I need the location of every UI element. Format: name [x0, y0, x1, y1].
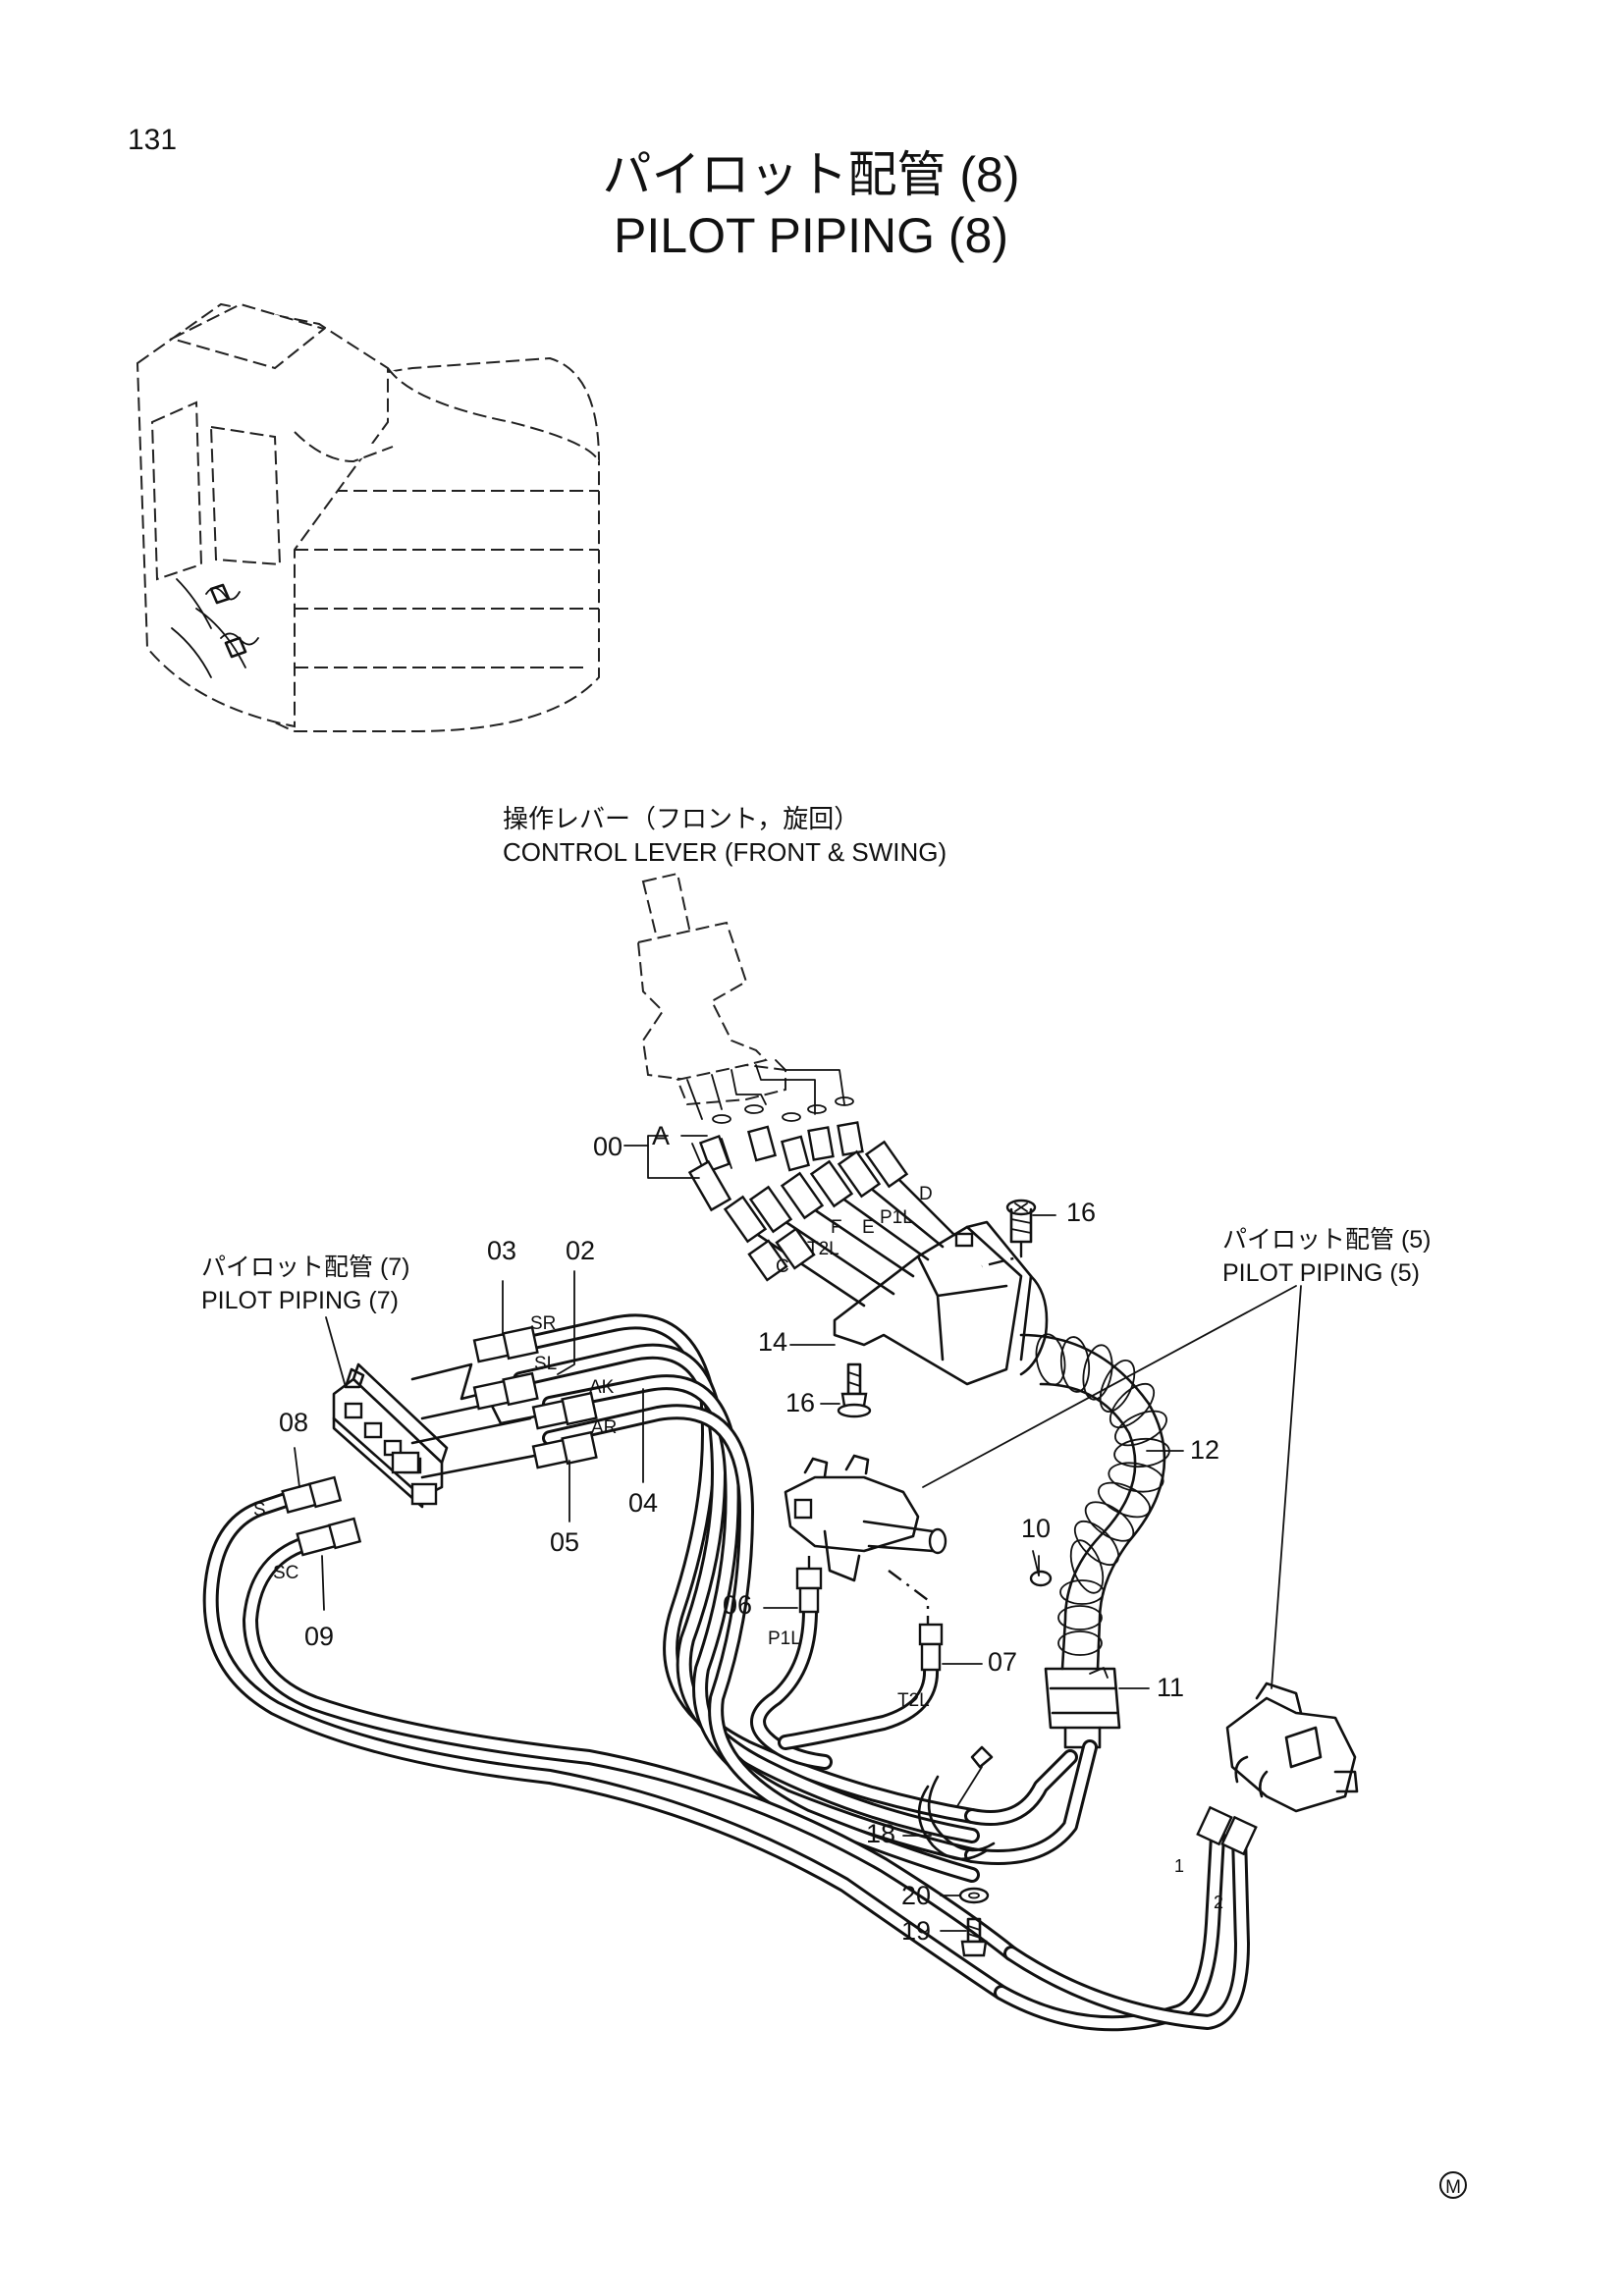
pilot-hoses-main: [202, 1313, 1250, 2032]
port-label-d: D: [919, 1184, 933, 1204]
port-label-f: F: [831, 1217, 842, 1238]
bolt-19: [960, 1917, 988, 1957]
port-label-s: S: [253, 1500, 266, 1521]
corrugated-hose-protector: [1019, 1333, 1170, 1671]
callout-18: 18: [866, 1819, 895, 1848]
fitting-05: [531, 1430, 598, 1469]
port-label-sl: SL: [534, 1354, 557, 1374]
port-labels: A C T2L F E P1L D SR SL AK AR S SC P1L T…: [253, 1121, 933, 1711]
control-lever-label-en: CONTROL LEVER (FRONT & SWING): [503, 837, 947, 867]
port-label-sc: SC: [273, 1563, 298, 1583]
fitting-2: [1220, 1815, 1258, 1856]
callout-11: 11: [1157, 1673, 1184, 1702]
title-english: PILOT PIPING (8): [614, 208, 1008, 263]
fitting-03: [472, 1325, 539, 1363]
page-number: 131: [128, 124, 177, 156]
port-label-ak: AK: [589, 1377, 615, 1398]
fitting-ak: [531, 1391, 598, 1430]
manifold-pipe-leaders: [410, 1362, 552, 1479]
callout-04: 04: [628, 1488, 658, 1518]
callout-1: 1: [1174, 1856, 1184, 1876]
port-label-e: E: [862, 1217, 875, 1238]
right-valve-block: [1225, 1682, 1359, 1813]
left-manifold-block: [332, 1362, 449, 1509]
fitting-1: [1196, 1805, 1233, 1846]
port-label-t2l: T2L: [807, 1239, 839, 1259]
excavator-overview-illustration: [135, 302, 600, 732]
control-lever: [636, 872, 786, 1106]
callout-00: 00: [593, 1132, 622, 1161]
bolt-16-lower: [837, 1362, 872, 1418]
callout-05: 05: [550, 1527, 579, 1557]
fitting-06: [795, 1556, 823, 1614]
leader-lines: [294, 1135, 1302, 1932]
callout-06: 06: [723, 1590, 752, 1620]
pilot-piping-7-label-en: PILOT PIPING (7): [201, 1287, 399, 1314]
band-clamp-18: [917, 1745, 996, 1861]
fitting-07: [918, 1623, 944, 1672]
callout-14: 14: [758, 1327, 787, 1357]
callout-19: 19: [901, 1916, 931, 1946]
port-label-p1l: P1L: [880, 1207, 913, 1228]
callout-2: 2: [1214, 1893, 1223, 1912]
callout-numbers: 00 16 02 03 14 16 12 08 04 05 10 06 09 0…: [279, 1132, 1223, 1946]
pilot-piping-7-label-jp: パイロット配管 (7): [201, 1254, 410, 1281]
center-valve: [784, 1454, 947, 1625]
bolt-16-upper: [981, 1199, 1037, 1268]
lever-hose-bundle: [744, 1172, 956, 1308]
port-label-a: A: [652, 1121, 670, 1150]
lever-fittings-upper: [698, 1096, 864, 1173]
fitting-09: [296, 1517, 362, 1557]
corner-m-letter: M: [1445, 2177, 1461, 2198]
callout-20: 20: [901, 1881, 931, 1910]
callout-10: 10: [1021, 1514, 1051, 1543]
callout-03: 03: [487, 1236, 516, 1265]
fitting-sl: [472, 1371, 539, 1411]
port-label-p1l-lower: P1L: [768, 1629, 801, 1649]
port-label-sr: SR: [530, 1313, 556, 1334]
hose-clamp-bracket: [833, 1220, 1049, 1386]
control-lever-label-jp: 操作レバー（フロント，旋回）: [503, 804, 859, 833]
hose-clamp-11: [1044, 1667, 1121, 1749]
corner-m-mark: M: [1439, 2171, 1467, 2199]
pilot-piping-5-label-en: PILOT PIPING (5): [1222, 1259, 1420, 1287]
port-label-t2l-lower: T2L: [897, 1690, 930, 1711]
washer-20: [958, 1887, 990, 1904]
callout-09: 09: [304, 1622, 334, 1651]
port-label-ar: AR: [591, 1417, 617, 1438]
callout-08: 08: [279, 1408, 308, 1437]
callout-16-lower: 16: [785, 1388, 815, 1417]
lever-fittings-lower: [687, 1140, 909, 1282]
fitting-08: [281, 1475, 343, 1514]
callout-02: 02: [566, 1236, 595, 1265]
callout-07: 07: [988, 1647, 1017, 1677]
port-label-c: C: [776, 1256, 789, 1277]
title-japanese: パイロット配管 (8): [603, 147, 1020, 202]
bolt-10: [1029, 1550, 1053, 1587]
callout-12: 12: [1190, 1435, 1219, 1465]
callout-16-upper: 16: [1066, 1198, 1096, 1227]
pilot-piping-5-label-jp: パイロット配管 (5): [1222, 1226, 1432, 1254]
